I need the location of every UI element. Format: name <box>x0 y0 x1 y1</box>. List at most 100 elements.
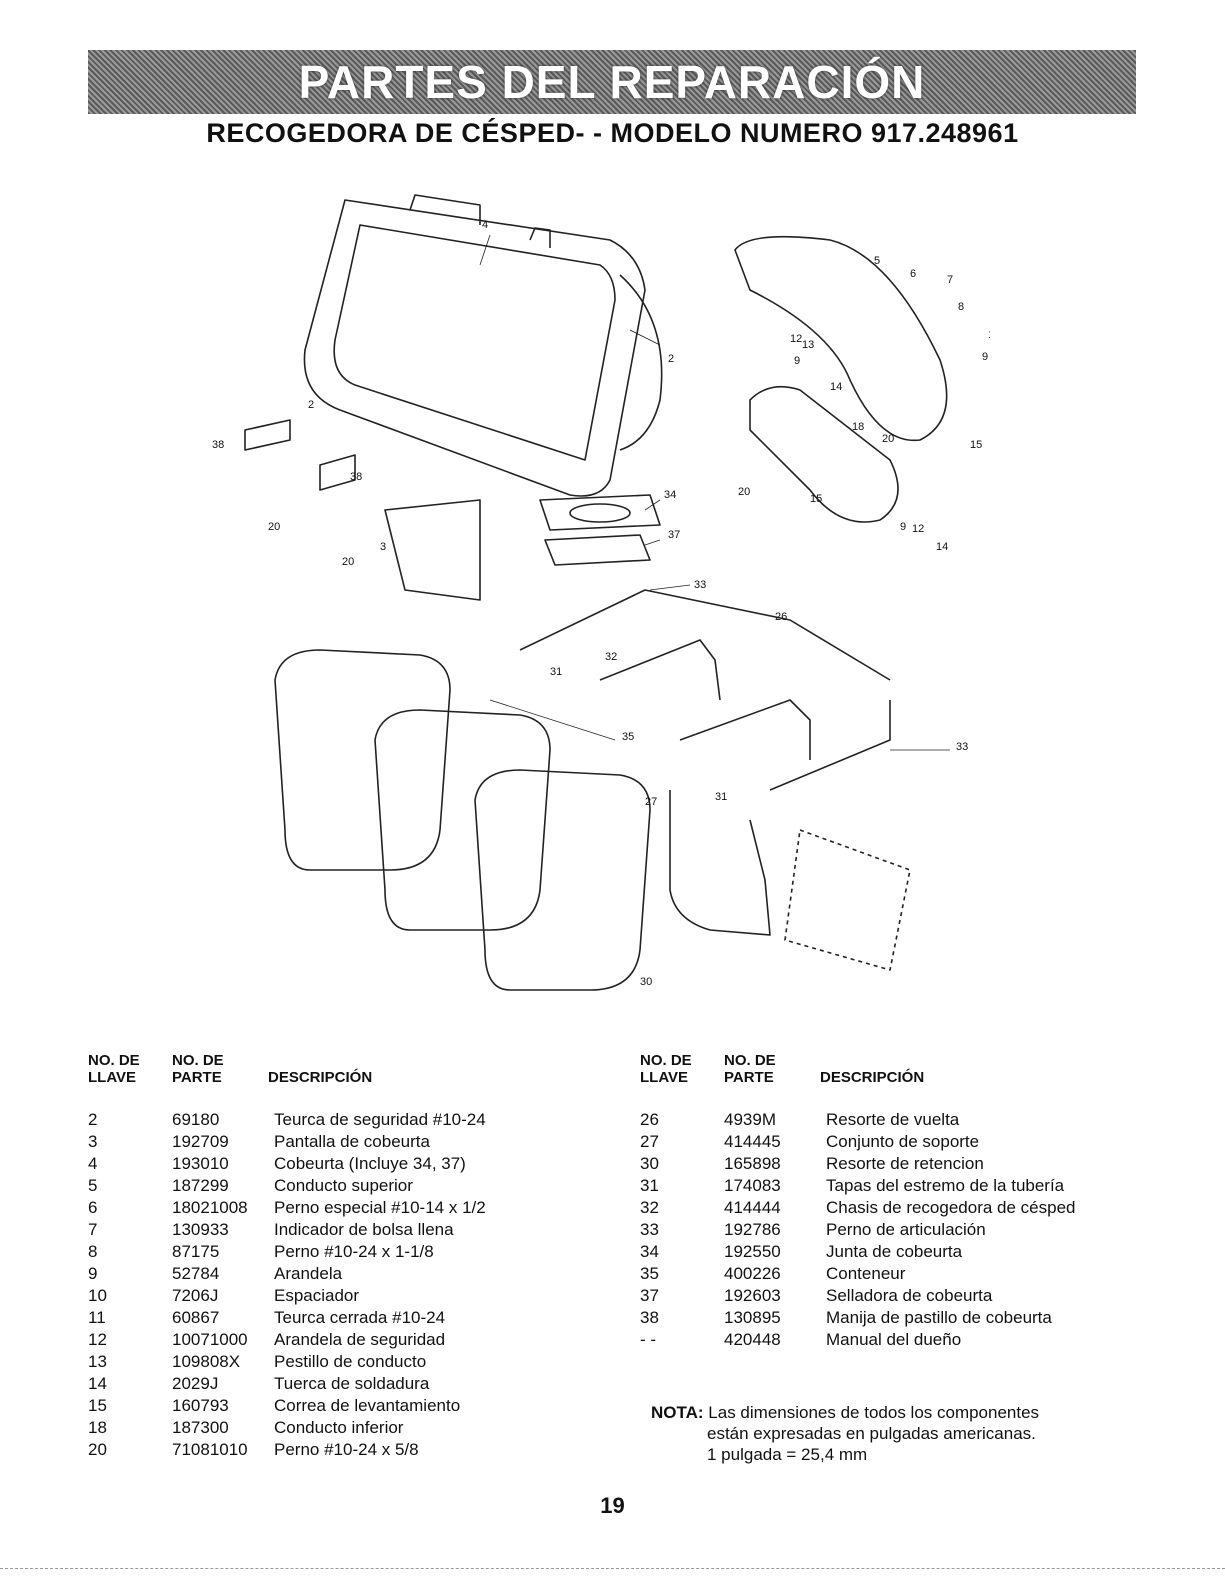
parts-desc: Indicador de bolsa llena <box>274 1220 454 1239</box>
frame-rear-tube <box>769 700 891 791</box>
parts-part: 187299 <box>172 1176 229 1195</box>
parts-desc: Perno especial #10-14 x 1/2 <box>274 1198 486 1217</box>
callout-number: 26 <box>775 611 787 623</box>
callout-number: 12 <box>790 333 802 345</box>
cover-inner <box>333 224 616 461</box>
callout-number: 9 <box>982 351 988 363</box>
parts-part: 87175 <box>172 1242 220 1261</box>
callout-number: 38 <box>212 439 224 451</box>
header-part-line1: NO. DE <box>172 1052 224 1069</box>
frame-lower-tube <box>679 699 811 760</box>
parts-key: 18 <box>88 1418 107 1437</box>
parts-part: 160793 <box>172 1396 229 1415</box>
note-line1: Las dimensiones de todos los componentes <box>708 1403 1040 1422</box>
callout-number: 2 <box>668 353 674 365</box>
parts-key: 8 <box>88 1242 98 1261</box>
header-key: NO. DE LLAVE <box>88 1052 140 1086</box>
header-part-line2: PARTE <box>724 1069 774 1086</box>
parts-desc: Tuerca de soldadura <box>274 1374 430 1393</box>
header-desc: DESCRIPCIÓN <box>820 1069 925 1086</box>
upper-chute <box>734 235 948 442</box>
parts-part: 400226 <box>724 1264 781 1283</box>
parts-part: 10071000 <box>172 1330 248 1349</box>
parts-desc: Espaciador <box>274 1286 360 1305</box>
parts-part: 165898 <box>724 1154 781 1173</box>
callout-number: 20 <box>342 556 354 568</box>
callout-number: 12 <box>912 523 924 535</box>
callout-number: 18 <box>852 421 864 433</box>
parts-part: 71081010 <box>172 1440 248 1459</box>
parts-key: 9 <box>88 1264 98 1283</box>
parts-key: 30 <box>640 1154 659 1173</box>
parts-part: 414445 <box>724 1132 781 1151</box>
gasket-hole <box>569 503 631 523</box>
parts-desc: Conducto superior <box>274 1176 413 1195</box>
screen-part <box>384 499 481 601</box>
page-bottom-rule <box>0 1568 1225 1569</box>
callout-number: 9 <box>794 355 800 367</box>
header-part-line1: NO. DE <box>724 1052 776 1069</box>
banner-title: PARTES DEL REPARACIÓN <box>298 56 926 108</box>
callout-number: 13 <box>802 339 814 351</box>
exploded-parts-diagram: 4223838202033437332632313533312730567810… <box>190 180 1011 1010</box>
bracket-assembly <box>669 790 771 936</box>
leader-37 <box>644 539 661 546</box>
parts-part: 109808X <box>172 1352 241 1371</box>
parts-part: 52784 <box>172 1264 220 1283</box>
parts-desc: Arandela <box>274 1264 343 1283</box>
callout-number: 15 <box>810 493 822 505</box>
note-line2: están expresadas en pulgadas americanas. <box>707 1424 1036 1443</box>
callout-number: 32 <box>605 651 617 663</box>
gasket-part <box>539 494 661 531</box>
callout-number: 14 <box>830 381 842 393</box>
callout-number: 7 <box>947 274 953 286</box>
parts-key: 33 <box>640 1220 659 1239</box>
callout-number: 30 <box>640 976 652 988</box>
parts-key: 10 <box>88 1286 107 1305</box>
callout-number: 38 <box>350 471 362 483</box>
parts-key: 2 <box>88 1110 98 1129</box>
parts-part: 193010 <box>172 1154 229 1173</box>
parts-key: 14 <box>88 1374 107 1393</box>
parts-part: 192709 <box>172 1132 229 1151</box>
callout-number: 20 <box>268 521 280 533</box>
parts-key: 20 <box>88 1440 107 1459</box>
page-number: 19 <box>600 1493 625 1518</box>
callout-number: 20 <box>882 433 894 445</box>
parts-key: 37 <box>640 1286 659 1305</box>
callout-number: 14 <box>936 541 948 553</box>
title-banner: PARTES DEL REPARACIÓN <box>88 50 1136 114</box>
leader-4 <box>479 234 491 266</box>
parts-key: 15 <box>88 1396 107 1415</box>
leader-33 <box>649 584 691 591</box>
callout-number: 6 <box>910 268 916 280</box>
header-key-line1: NO. DE <box>640 1052 692 1069</box>
parts-desc: Pantalla de cobeurta <box>274 1132 430 1151</box>
parts-key: 34 <box>640 1242 659 1261</box>
callout-number: 3 <box>380 541 386 553</box>
sealer-part <box>544 534 651 566</box>
callout-layer: 4223838202033437332632313533312730567810… <box>212 219 1011 988</box>
parts-key: 13 <box>88 1352 107 1371</box>
parts-part: 2029J <box>172 1374 219 1393</box>
parts-part: 420448 <box>724 1330 781 1349</box>
callout-number: 2 <box>308 399 314 411</box>
parts-table-right: NO. DE LLAVE NO. DE PARTE DESCRIPCIÓN 26… <box>640 1052 1140 1372</box>
parts-desc: Resorte de vuelta <box>826 1110 960 1129</box>
parts-part: 187300 <box>172 1418 229 1437</box>
parts-part: 60867 <box>172 1308 220 1327</box>
header-key-line1: NO. DE <box>88 1052 140 1069</box>
note-line3: 1 pulgada = 25,4 mm <box>707 1445 868 1464</box>
callout-number: 35 <box>622 731 634 743</box>
parts-desc: Junta de cobeurta <box>826 1242 963 1261</box>
container-2 <box>374 709 551 931</box>
callout-number: 33 <box>956 741 968 753</box>
header-part: NO. DE PARTE <box>724 1052 776 1086</box>
parts-key: 3 <box>88 1132 98 1151</box>
callout-number: 15 <box>970 439 982 451</box>
parts-part: 130895 <box>724 1308 781 1327</box>
parts-part: 192603 <box>724 1286 781 1305</box>
leader-2 <box>629 329 661 346</box>
callout-number: 10 <box>988 329 990 341</box>
frame-mid-tube <box>599 639 721 701</box>
